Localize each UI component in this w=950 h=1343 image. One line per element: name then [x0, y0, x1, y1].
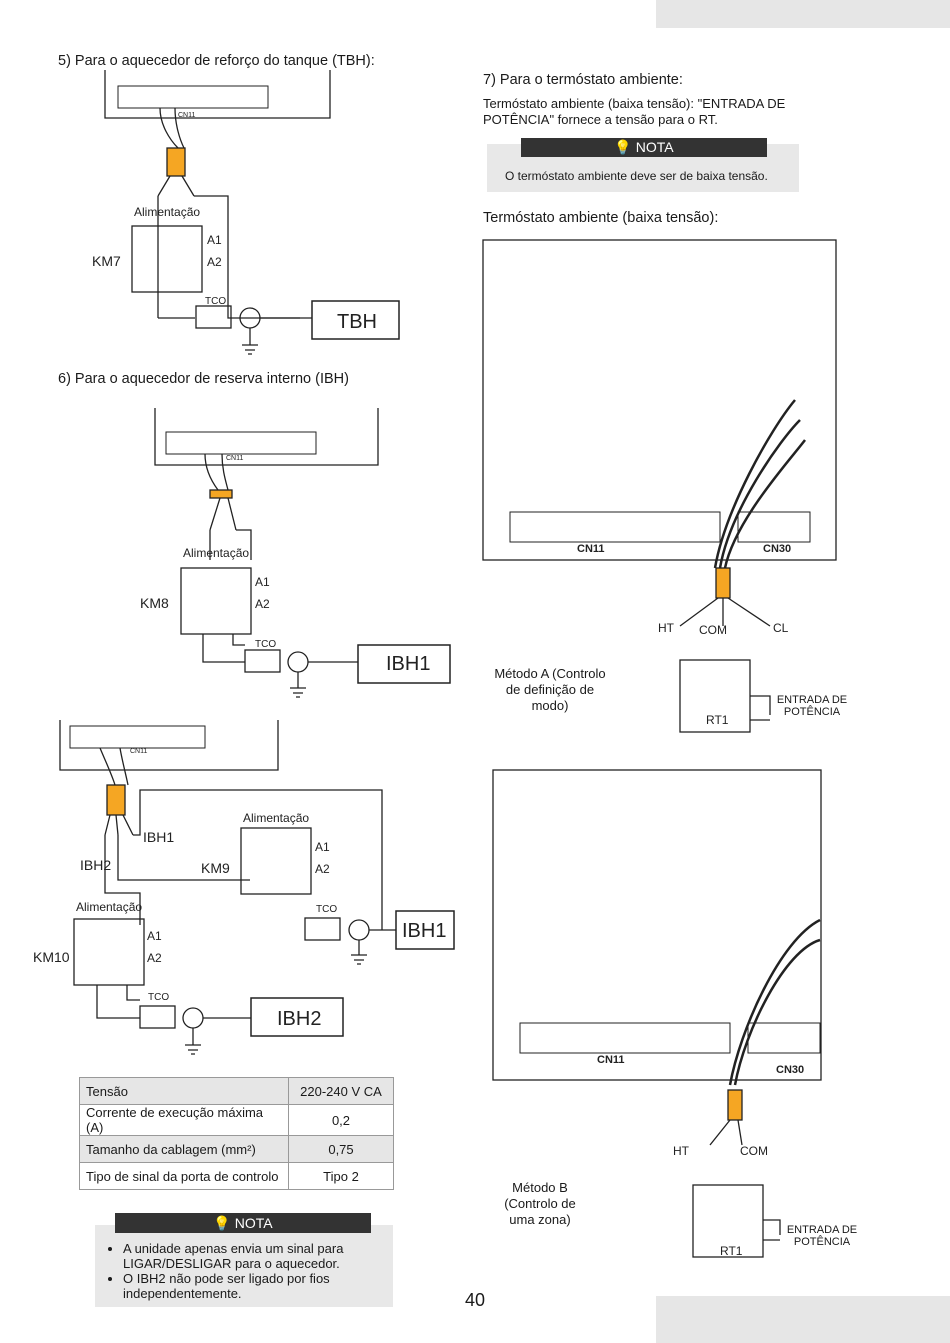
svg-text:COM: COM: [740, 1144, 768, 1158]
svg-text:CN11: CN11: [597, 1054, 625, 1066]
svg-text:HT: HT: [658, 621, 675, 635]
svg-text:TCO: TCO: [148, 992, 169, 1003]
svg-text:TCO: TCO: [205, 296, 226, 307]
heater-note: 💡 NOTA A unidade apenas envia um sinal p…: [95, 1213, 393, 1307]
svg-text:CL: CL: [773, 621, 789, 635]
list-item: O IBH2 não pode ser ligado por fios inde…: [123, 1271, 403, 1301]
svg-text:CN30: CN30: [763, 543, 791, 555]
table-row: Corrente de execução máxima (A)0,2: [79, 1104, 394, 1136]
method-b-label: Método B (Controlo de uma zona): [504, 1180, 576, 1227]
section5-title: 5) Para o aquecedor de reforço do tanque…: [58, 53, 375, 69]
svg-text:A1: A1: [147, 929, 162, 943]
svg-text:A2: A2: [315, 862, 330, 876]
svg-text:CN11: CN11: [226, 455, 243, 462]
note-text: O termóstato ambiente deve ser de baixa …: [505, 169, 768, 183]
svg-text:A1: A1: [315, 840, 330, 854]
note-label: NOTA: [635, 139, 674, 155]
svg-text:IBH1: IBH1: [402, 920, 446, 942]
svg-text:RT1: RT1: [706, 713, 729, 727]
svg-text:RT1: RT1: [720, 1244, 743, 1258]
alim-label-1: Alimentação: [134, 205, 200, 219]
bulb-icon: 💡: [213, 1215, 231, 1231]
svg-text:IBH2: IBH2: [277, 1008, 321, 1030]
svg-text:CN11: CN11: [577, 543, 605, 555]
svg-text:TCO: TCO: [255, 639, 276, 650]
svg-text:A2: A2: [147, 951, 162, 965]
method-a-label: Método A (Controlo de definição de modo): [494, 666, 606, 713]
section7-desc: Termóstato ambiente (baixa tensão): "ENT…: [483, 96, 786, 127]
svg-text:A2: A2: [255, 597, 270, 611]
alim-label-2: Alimentação: [183, 546, 249, 560]
pcb-diagrams-right: CN11 CN30 HT COM CL RT1 CN11 CN30 HT COM…: [482, 239, 837, 1258]
list-item: A unidade apenas envia um sinal para LIG…: [123, 1241, 403, 1271]
table-row: Tamanho da cablagem (mm²)0,75: [79, 1135, 394, 1163]
svg-text:KM9: KM9: [201, 860, 230, 876]
svg-text:IBH2: IBH2: [80, 857, 111, 873]
power-input-b: ENTRADA DE POTÊNCIA: [786, 1224, 858, 1248]
tbh-label: TBH: [337, 311, 377, 333]
page-number: 40: [465, 1290, 486, 1310]
section7-subtitle: Termóstato ambiente (baixa tensão):: [483, 210, 719, 226]
svg-text:CN11: CN11: [178, 112, 195, 119]
bulb-icon: 💡: [614, 139, 632, 155]
section6-title: 6) Para o aquecedor de reserva interno (…: [58, 371, 349, 387]
svg-text:KM10: KM10: [33, 949, 70, 965]
alim-label-4: Alimentação: [76, 900, 142, 914]
svg-text:A2: A2: [207, 255, 222, 269]
svg-text:COM: COM: [699, 623, 727, 637]
svg-text:CN11: CN11: [130, 748, 147, 755]
svg-text:CN30: CN30: [776, 1064, 804, 1076]
page-decor-bottom: [656, 1296, 950, 1343]
page-decor-top: [656, 0, 950, 28]
svg-text:KM8: KM8: [140, 595, 169, 611]
section7-title: 7) Para o termóstato ambiente:: [483, 72, 683, 88]
alim-label-3: Alimentação: [243, 811, 309, 825]
wiring-diagrams-left: Alimentação KM7 A1 A2 TCO TBH Alimentaçã…: [33, 70, 455, 1055]
power-input-a: ENTRADA DE POTÊNCIA: [776, 694, 848, 718]
svg-text:IBH1: IBH1: [143, 829, 174, 845]
svg-text:IBH1: IBH1: [386, 653, 430, 675]
note2-list: A unidade apenas envia um sinal para LIG…: [105, 1241, 403, 1301]
thermostat-note: 💡 NOTA O termóstato ambiente deve ser de…: [487, 138, 799, 192]
svg-text:A1: A1: [255, 575, 270, 589]
svg-text:KM7: KM7: [92, 253, 121, 269]
svg-text:HT: HT: [673, 1144, 690, 1158]
svg-text:A1: A1: [207, 233, 222, 247]
note2-label: NOTA: [234, 1215, 273, 1231]
svg-text:TCO: TCO: [316, 904, 337, 915]
